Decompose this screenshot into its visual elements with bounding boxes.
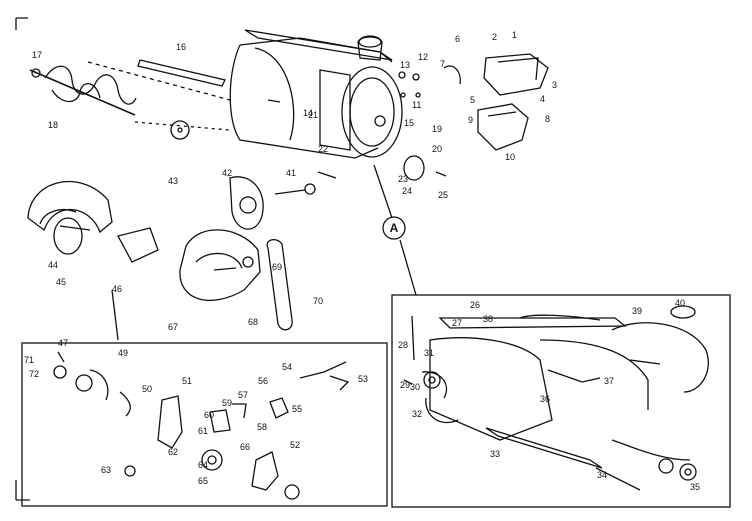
- diagram-line-art: [15, 17, 731, 508]
- part-number-label: 68: [248, 317, 258, 327]
- part-number-label: 14: [303, 108, 313, 118]
- part-number-label: 2: [492, 32, 497, 42]
- part-number-label: 22: [318, 144, 328, 154]
- part-number-label: 53: [358, 374, 368, 384]
- part-number-label: 11: [412, 100, 421, 110]
- part-number-label: 15: [404, 118, 414, 128]
- inset-box-right: [391, 294, 731, 508]
- part-number-label: 38: [483, 314, 493, 324]
- part-number-label: 33: [490, 449, 500, 459]
- part-number-label: 52: [290, 440, 300, 450]
- part-number-label: 37: [604, 376, 614, 386]
- part-number-label: 69: [272, 262, 282, 272]
- part-number-label: 8: [545, 114, 550, 124]
- part-number-label: 10: [505, 152, 515, 162]
- part-number-label: 23: [398, 174, 408, 184]
- part-number-label: 4: [540, 94, 545, 104]
- part-number-label: 50: [142, 384, 152, 394]
- part-number-label: 71: [24, 355, 34, 365]
- part-number-label: 35: [690, 482, 700, 492]
- part-number-label: 61: [198, 426, 208, 436]
- part-number-label: 5: [470, 95, 475, 105]
- part-number-label: 20: [432, 144, 442, 154]
- part-number-label: 63: [101, 465, 111, 475]
- part-number-label: 3: [552, 80, 557, 90]
- part-number-label: 30: [410, 382, 420, 392]
- part-number-label: 9: [468, 115, 473, 125]
- part-number-label: 36: [540, 394, 550, 404]
- part-number-label: 72: [29, 369, 39, 379]
- part-number-label: 49: [118, 348, 128, 358]
- part-number-label: 44: [48, 260, 58, 270]
- part-number-label: 55: [292, 404, 302, 414]
- part-number-label: 51: [182, 376, 192, 386]
- part-number-label: 43: [168, 176, 178, 186]
- part-number-label: 24: [402, 186, 412, 196]
- part-number-label: 41: [286, 168, 296, 178]
- part-number-label: 40: [675, 298, 685, 308]
- part-number-label: 7: [440, 59, 445, 69]
- part-number-label: 16: [176, 42, 186, 52]
- part-number-label: 29: [400, 380, 410, 390]
- part-number-label: 46: [112, 284, 122, 294]
- part-number-label: 67: [168, 322, 178, 332]
- part-number-label: 21: [308, 110, 318, 120]
- part-number-label: 17: [32, 50, 42, 60]
- part-number-label: 59: [222, 398, 232, 408]
- part-number-label: 54: [282, 362, 292, 372]
- part-number-label: 32: [412, 409, 422, 419]
- part-number-label: 42: [222, 168, 232, 178]
- part-number-label: 62: [168, 447, 178, 457]
- part-number-label: 12: [418, 52, 428, 62]
- callout-a-label: A: [390, 221, 399, 235]
- part-number-label: 1: [512, 30, 517, 40]
- part-number-label: 56: [258, 376, 268, 386]
- part-number-label: 65: [198, 476, 208, 486]
- part-number-label: 47: [58, 338, 68, 348]
- part-number-label: 6: [455, 34, 460, 44]
- part-number-label: 31: [424, 348, 434, 358]
- part-number-label: 60: [204, 410, 214, 420]
- part-number-label: 19: [432, 124, 442, 134]
- part-number-label: 13: [400, 60, 410, 70]
- part-number-label: 58: [257, 422, 267, 432]
- part-number-label: 64: [198, 460, 208, 470]
- part-number-label: 26: [470, 300, 480, 310]
- callout-a-circle: [382, 216, 406, 240]
- part-number-label: 39: [632, 306, 642, 316]
- part-number-label: 34: [597, 470, 607, 480]
- inset-box-left: [21, 342, 388, 507]
- part-number-label: 66: [240, 442, 250, 452]
- part-number-label: 70: [313, 296, 323, 306]
- part-number-label: 57: [238, 390, 248, 400]
- part-number-label: 27: [452, 318, 462, 328]
- part-number-label: 18: [48, 120, 58, 130]
- part-number-label: 25: [438, 190, 448, 200]
- part-number-label: 28: [398, 340, 408, 350]
- part-number-label: 45: [56, 277, 66, 287]
